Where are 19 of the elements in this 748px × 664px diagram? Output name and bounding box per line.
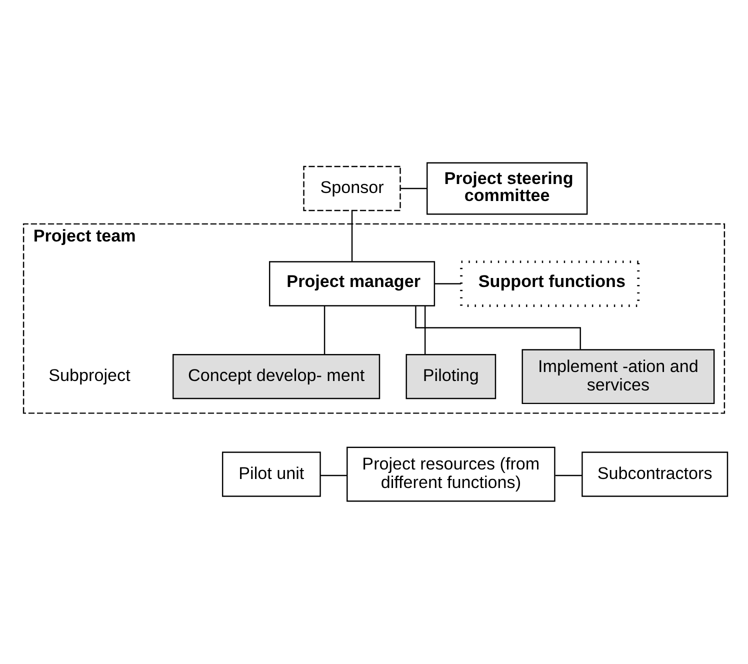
node-box: Project resources (from different functions) — [346, 446, 556, 502]
label: Subproject — [48, 366, 130, 386]
node-box: Sponsor — [303, 166, 401, 212]
node-box: Pilot unit — [222, 452, 321, 497]
connector — [555, 474, 582, 476]
connector — [400, 188, 427, 190]
connector — [434, 283, 462, 284]
connector — [415, 306, 581, 350]
connector — [320, 474, 348, 476]
node-box: Subcontractors — [582, 452, 728, 497]
node-box: Concept develop- ment — [172, 354, 380, 400]
node-box: Piloting — [406, 354, 496, 400]
node-box: Implement -ation and services — [522, 349, 715, 404]
node-box: Support functions — [460, 260, 640, 307]
node-box: Project manager — [269, 261, 436, 306]
connector — [324, 306, 326, 354]
connector — [351, 210, 353, 262]
node-box: Project steering committee — [426, 162, 588, 215]
connector — [424, 306, 426, 354]
